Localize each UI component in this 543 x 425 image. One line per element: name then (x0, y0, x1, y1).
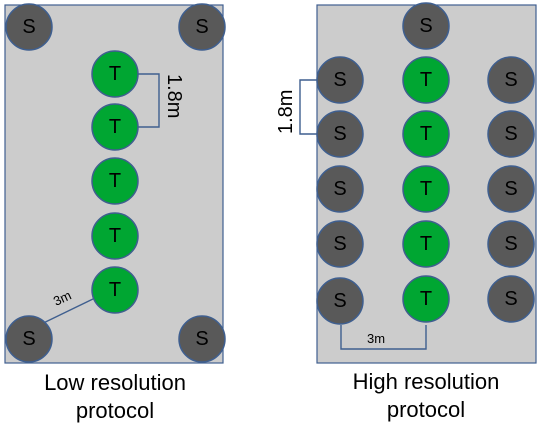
low-target-4: T (91, 212, 139, 260)
high-sensor-right-5: S (487, 275, 535, 323)
high-target-2: T (402, 110, 450, 158)
sensor-label: S (504, 69, 517, 91)
high-sensor-right-1: S (487, 56, 535, 104)
high-target-1: T (402, 56, 450, 104)
high-target-4: T (402, 220, 450, 268)
high-target-3: T (402, 165, 450, 213)
target-label: T (109, 116, 121, 138)
low-target-3: T (91, 157, 139, 205)
sensor-label: S (504, 233, 517, 255)
high-sensor-left-4: S (316, 220, 364, 268)
sensor-label: S (333, 178, 346, 200)
target-label: T (109, 279, 121, 301)
target-label: T (109, 170, 121, 192)
sensor-label: S (504, 288, 517, 310)
low-target-1: T (91, 50, 139, 98)
sensor-label: S (22, 328, 35, 350)
low-target-2: T (91, 103, 139, 151)
target-label: T (420, 123, 432, 145)
high-resolution-panel: 1.8m 3m S S S S S S (275, 2, 537, 422)
sensor-label: S (419, 15, 432, 37)
high-spacing-label: 1.8m (275, 90, 297, 134)
high-sensor-top: S (402, 2, 450, 50)
high-sensor-left-3: S (316, 165, 364, 213)
sensor-label: S (195, 16, 208, 38)
low-spacing-label: 1.8m (163, 74, 185, 118)
high-sensor-left-5: S (316, 277, 364, 325)
target-label: T (420, 178, 432, 200)
sensor-label: S (22, 16, 35, 38)
high-spacing-bracket (299, 79, 318, 135)
high-caption-line2: protocol (387, 397, 465, 422)
sensor-label: S (333, 233, 346, 255)
sensor-label: S (504, 178, 517, 200)
low-target-5: T (91, 266, 139, 314)
sensor-label: S (333, 69, 346, 91)
high-sensor-right-2: S (487, 110, 535, 158)
low-diagonal-label: 3m (51, 287, 74, 308)
high-sensor-left-2: S (316, 110, 364, 158)
low-caption-line1: Low resolution (44, 370, 186, 395)
sensor-label: S (333, 123, 346, 145)
high-caption-line1: High resolution (353, 369, 500, 394)
low-sensor-top-right: S (178, 3, 226, 51)
target-label: T (109, 225, 121, 247)
low-caption-line2: protocol (76, 398, 154, 423)
target-label: T (420, 69, 432, 91)
sensor-label: S (333, 290, 346, 312)
low-sensor-bottom-left: S (5, 315, 53, 363)
target-label: T (420, 233, 432, 255)
target-label: T (420, 288, 432, 310)
low-sensor-bottom-right: S (178, 315, 226, 363)
low-sensor-top-left: S (5, 3, 53, 51)
low-spacing-bracket (137, 73, 160, 128)
high-sensor-right-3: S (487, 165, 535, 213)
high-distance-bracket (340, 325, 427, 350)
high-target-5: T (402, 275, 450, 323)
sensor-label: S (195, 328, 208, 350)
high-distance-label: 3m (367, 331, 385, 346)
low-resolution-panel: 1.8m 3m S S S S T T (4, 3, 226, 423)
sensor-label: S (504, 123, 517, 145)
high-sensor-right-4: S (487, 220, 535, 268)
target-label: T (109, 63, 121, 85)
high-sensor-left-1: S (316, 56, 364, 104)
